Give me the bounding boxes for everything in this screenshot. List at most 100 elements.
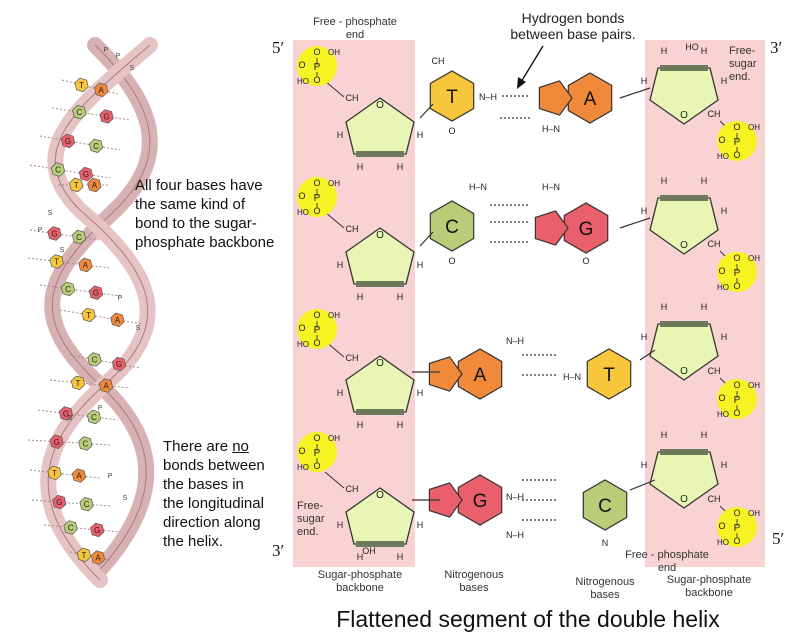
same-bond-line-4: phosphate backbone xyxy=(135,234,275,251)
nh-label: N–H xyxy=(506,492,524,502)
helix-base-T xyxy=(49,254,64,269)
no-bonds-line-6: the helix. xyxy=(163,533,224,550)
helix-base-letter: T xyxy=(74,181,79,190)
helix-base-C xyxy=(72,105,87,120)
base-G-left xyxy=(457,474,503,526)
hydroxyl-label: OH xyxy=(328,434,340,443)
free-sugar-top-text-2: sugar xyxy=(729,58,757,70)
helix-strand-front-edge xyxy=(47,44,151,581)
helix-rung xyxy=(29,164,111,179)
oxygen-atom: O xyxy=(298,446,305,456)
helix-base-letter: G xyxy=(51,230,57,239)
base-T-top xyxy=(429,70,475,122)
oxygen-atom: O xyxy=(718,393,725,403)
base-letter-A: A xyxy=(474,365,487,386)
nitrogenous-right-2: bases xyxy=(590,589,620,601)
helix-base-letter: G xyxy=(94,526,100,535)
helix-base-C xyxy=(63,520,78,535)
base-letter-G: G xyxy=(473,491,488,512)
helix-base-A xyxy=(90,550,106,565)
hydroxyl-label: HO xyxy=(717,538,729,547)
free-phosphate-bottom-1: Free - phosphate xyxy=(625,549,709,561)
helix-rung xyxy=(61,79,119,95)
phosphorus-atom: P xyxy=(734,395,741,406)
hydroxyl-label: OH xyxy=(748,509,760,518)
oxygen-atom: O xyxy=(298,191,305,201)
hydroxyl-label: OH xyxy=(328,311,340,320)
base-A-mid-ring2 xyxy=(428,356,463,392)
hydrogen-atom: H xyxy=(641,332,648,342)
phosphorus-atom: P xyxy=(734,137,741,148)
phosphate-right-3 xyxy=(717,379,757,419)
helix-base-C xyxy=(79,497,94,512)
helix-backbone-letter: P xyxy=(38,227,43,234)
helix-backbone-letter: S xyxy=(60,247,65,254)
base-letter-C: C xyxy=(445,217,459,238)
helix-base-letter: T xyxy=(52,469,57,478)
hydrogen-atom: H xyxy=(721,76,728,86)
helix-base-G xyxy=(49,434,64,449)
phosphorus-atom: P xyxy=(734,268,741,279)
phosphorus-atom: P xyxy=(314,193,321,204)
hydrogen-atom: H xyxy=(661,46,668,56)
helix-base-G xyxy=(111,356,127,372)
oxygen-atom: O xyxy=(298,60,305,70)
helix-base-letter: C xyxy=(92,356,98,365)
ring-oxygen: O xyxy=(680,366,688,377)
free-sugar-bottom-2: sugar xyxy=(297,513,325,525)
phosphate-left-4 xyxy=(297,432,337,472)
helix-base-A xyxy=(110,312,125,327)
helix-base-C xyxy=(50,162,66,177)
hydrogen-atom: H xyxy=(417,130,424,140)
ring-oxygen: O xyxy=(680,110,688,121)
glycosidic-bond xyxy=(419,103,434,119)
helix-base-letter: G xyxy=(93,289,99,298)
helix-base-letter: T xyxy=(86,311,91,320)
hydrogen-atom: H xyxy=(641,460,648,470)
backbone-left-label: Sugar-phosphate backbone xyxy=(305,569,415,595)
nh-label: N–H xyxy=(479,92,497,102)
helix-base-A xyxy=(78,257,93,273)
backbone-left-1: Sugar-phosphate xyxy=(317,569,403,581)
hydrogen-atom: H xyxy=(701,46,708,56)
backbone-link xyxy=(324,80,345,98)
base-G-right-ring2 xyxy=(534,210,569,246)
helix-base-letter: A xyxy=(92,181,98,190)
hydroxyl-label: OH xyxy=(748,381,760,390)
ring-oxygen: O xyxy=(680,240,688,251)
hydroxyl-label: HO xyxy=(717,410,729,419)
no-bonds-note: There are no bonds between the bases in … xyxy=(163,437,283,551)
nh-label: N–H xyxy=(506,336,524,346)
no-bonds-text: There are xyxy=(163,438,229,455)
hydrogen-atom: H xyxy=(337,260,344,270)
helix-backbone-letter: P xyxy=(108,473,113,480)
glycosidic-bond xyxy=(639,349,656,361)
hydrogen-atom: H xyxy=(721,332,728,342)
helix-base-letter: G xyxy=(54,438,60,447)
ring-oxygen: O xyxy=(376,100,384,111)
helix-rung xyxy=(59,309,143,325)
helix-base-letter: C xyxy=(76,233,82,242)
helix-base-T xyxy=(47,465,62,480)
phosphate-groups: POOOOHHOPOOOOHHOPOOOOHHOPOOOOHHOPOOOOHHO… xyxy=(297,46,760,547)
hydrogen-atom: H xyxy=(337,388,344,398)
glycosidic-bond xyxy=(619,217,651,229)
backbone-right-2: backbone xyxy=(685,587,733,599)
helix-backbone-letter: S xyxy=(68,415,73,422)
helix-base-G xyxy=(78,166,94,182)
free-sugar-top-text: Free- xyxy=(729,45,756,57)
glycosidic-bond xyxy=(619,87,651,99)
helix-base-T xyxy=(69,177,84,193)
hydroxyl-label: HO xyxy=(297,77,309,86)
hydroxyl-label: OH xyxy=(328,48,340,57)
helix-base-C xyxy=(87,352,102,367)
helix-base-T xyxy=(76,547,92,562)
phosphorus-atom: P xyxy=(734,523,741,534)
oxygen-atom: O xyxy=(448,126,455,136)
base-C-right xyxy=(582,479,628,531)
hydrogen-atom: H xyxy=(397,420,404,430)
